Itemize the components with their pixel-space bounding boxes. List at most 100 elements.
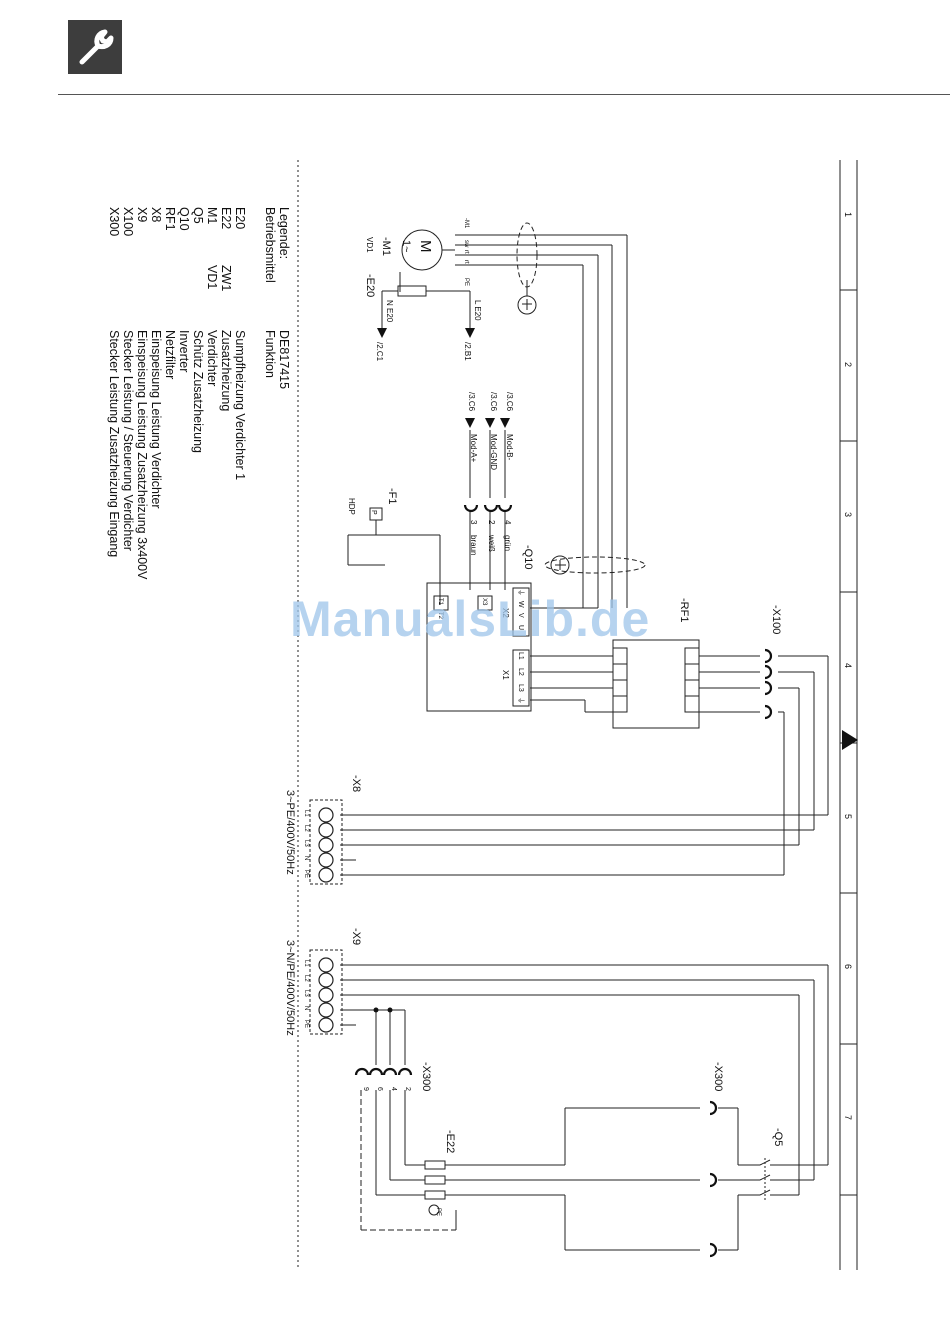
ref-3c6: /3.C6 (467, 392, 476, 412)
legend-title: Legende: (277, 207, 291, 260)
legend-function: Schütz Zusatzheizung (191, 330, 205, 453)
heater-e22-1 (424, 1160, 446, 1170)
x9-label: -X9 (350, 928, 362, 946)
filter-label: -RF1 (678, 598, 690, 623)
pressure-switch-label: -F1 (386, 488, 398, 505)
heater-e20 (397, 285, 427, 297)
ref-3c6: /3.C6 (489, 392, 498, 412)
x300-pin: 9 (362, 1087, 369, 1091)
motor-terminal: -M1 (463, 218, 469, 229)
legend-extra: VD1 (205, 265, 219, 290)
watermark: ManualsLib.de (290, 591, 651, 647)
inverter-label: -Q10 (522, 545, 534, 570)
modbus-gnd-label: Mod-GND (489, 434, 498, 471)
wire-color-label: grün (503, 535, 512, 552)
legend-code: RF1 (163, 207, 177, 231)
x100-label: -X100 (770, 605, 782, 635)
x8-pin: L1 (303, 810, 309, 817)
heater-l-label: L E20 (473, 300, 482, 321)
column-number: 3 (843, 512, 853, 518)
legend-code: Q5 (191, 207, 205, 224)
ref-2c1: /2.C1 (375, 342, 384, 362)
wire-color-label: braun (469, 535, 478, 556)
x8-supply-label: 3~PE/400V/50Hz (284, 790, 296, 875)
x8-pin: L2 (303, 825, 309, 832)
q10-terminal-t (433, 595, 449, 611)
legend-function: Einspeisung Leistung Verdichter (149, 330, 163, 509)
legend-col-equipment: Betriebsmittel (263, 207, 277, 283)
legend-code: X100 (121, 207, 135, 237)
terminal-x8 (309, 799, 343, 885)
modbus-a-label: Mod-A+ (469, 434, 478, 463)
column-number: 7 (843, 1115, 853, 1121)
legend-code: E20 (233, 207, 247, 230)
x1-pin: L3 (517, 684, 524, 692)
wire-color-label: weiß (487, 535, 496, 552)
heater-e22-2 (424, 1175, 446, 1185)
legend-code: M1 (205, 207, 219, 225)
shield-marker-q10 (544, 556, 646, 574)
pe-label: PE (435, 1208, 441, 1217)
legend-function: Netzfilter (163, 330, 177, 380)
x9-pin: L2 (303, 975, 309, 982)
pin-label: 4 (503, 520, 512, 525)
x1-pin: L1 (517, 652, 524, 660)
column-number: 6 (843, 964, 853, 970)
x8-pin: N (303, 856, 309, 861)
motor-terminal: rt (463, 250, 469, 254)
legend-function: Stecker Leistung / Steuerung Verdichter (121, 330, 135, 551)
x9-pin: N (303, 1006, 309, 1011)
legend-function: Sumpfheizung Verdichter 1 (233, 330, 247, 481)
motor-terminal: PE (463, 278, 469, 287)
modbus-b-label: Mod-B- (505, 434, 514, 461)
terminal-x9 (309, 949, 343, 1035)
q10-terminal-x3 (477, 595, 493, 611)
wrench-icon (79, 29, 114, 65)
x9-pin: PE (303, 1020, 309, 1029)
contactor-label: -Q5 (772, 1128, 784, 1147)
legend-code: X8 (149, 207, 163, 223)
legend-function: Einspeisung Leistung Zusatzheizung 3x400… (135, 330, 149, 580)
pin-label: 3 (469, 520, 478, 525)
x300-label: -X300 (420, 1062, 432, 1092)
ground-symbol-motor (517, 295, 537, 315)
column-number: 1 (843, 212, 853, 218)
heater-e22-label: -E22 (444, 1130, 456, 1154)
legend-doc-number: DE817415 (277, 330, 291, 390)
x300-pin: 4 (390, 1087, 397, 1091)
legend-code: X9 (135, 207, 149, 223)
column-number: 2 (843, 362, 853, 368)
x300-pin: 2 (404, 1087, 411, 1091)
legend-function: Verdichter (205, 330, 219, 387)
ref-2b1: /2.B1 (463, 342, 472, 361)
x8-pin: L3 (303, 840, 309, 847)
x9-pin: L3 (303, 990, 309, 997)
heater-e20-label: -E20 (364, 274, 376, 298)
pin-label: 2 (487, 520, 496, 525)
motor-m-label: M (417, 240, 434, 253)
motor-phase-label: 1~ (400, 240, 412, 253)
heater-n-label: N E20 (385, 300, 394, 323)
x9-supply-label: 3~N/PE/400V/50Hz (284, 940, 296, 1036)
hdp-label: HDP (347, 498, 356, 515)
x300-label-2: -X300 (712, 1062, 724, 1092)
motor-id-label: -M1 (380, 237, 392, 256)
ground-symbol-e22 (428, 1204, 440, 1216)
column-number: 5 (843, 814, 853, 820)
motor-terminal: rt (463, 260, 469, 264)
q10-terminal-x1 (512, 649, 530, 707)
x1-pin: ⏚ (517, 697, 524, 704)
motor-vd1-label: VD1 (365, 237, 374, 253)
column-number: 4 (843, 663, 853, 669)
motor-terminal: sw (463, 240, 469, 248)
header-divider (58, 94, 950, 95)
filter-rf1 (612, 639, 700, 729)
legend-code: E22 (219, 207, 233, 230)
inverter-q10 (426, 582, 532, 712)
ground-symbol-q10 (550, 555, 570, 575)
legend-code: Q10 (177, 207, 191, 231)
q10-terminal-x2 (512, 587, 530, 637)
legend-code: X300 (107, 207, 121, 237)
heater-e22-3 (424, 1190, 446, 1200)
